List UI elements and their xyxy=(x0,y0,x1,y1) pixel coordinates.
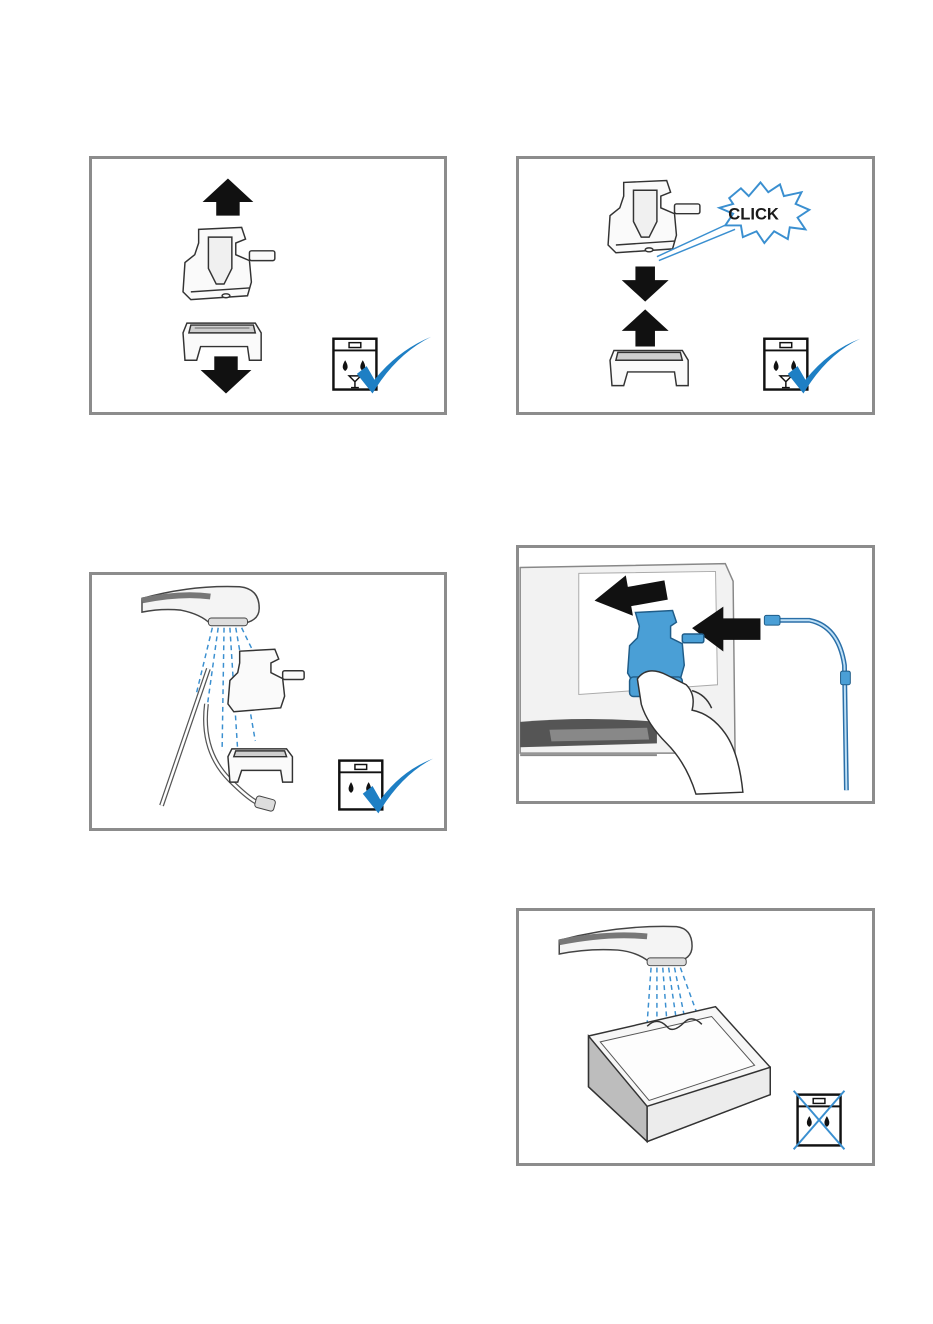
not-dishwasher-safe-icon xyxy=(794,1091,845,1150)
rinse-tray-illustration xyxy=(519,911,872,1163)
figure-reassemble-nozzle: CLICK xyxy=(516,156,875,415)
nozzle-head-part xyxy=(228,649,304,712)
attach-nozzle-illustration xyxy=(519,548,872,801)
milk-tube xyxy=(764,615,850,790)
click-callout: CLICK xyxy=(657,182,809,260)
figure-rinse-nozzle-parts xyxy=(89,572,447,831)
nozzle-base-part xyxy=(610,350,688,385)
arrow-down-icon xyxy=(622,266,669,301)
figure-rinse-drip-tray xyxy=(516,908,875,1166)
arrow-up-icon xyxy=(203,179,254,216)
rinse-parts-illustration xyxy=(92,575,444,828)
water-tap xyxy=(142,586,259,625)
nozzle-head-part xyxy=(608,180,700,252)
water-tap xyxy=(559,926,692,965)
click-label: CLICK xyxy=(728,205,779,224)
arrow-down-icon xyxy=(201,356,252,393)
figure-remove-nozzle-parts xyxy=(89,156,447,415)
reassemble-illustration: CLICK xyxy=(519,159,872,412)
nozzle-base-part xyxy=(228,749,292,782)
arrow-up-icon xyxy=(622,309,669,346)
drip-tray xyxy=(589,1007,771,1142)
nozzle-head-part xyxy=(183,227,275,299)
nozzle-base-part xyxy=(183,323,261,360)
remove-nozzle-illustration xyxy=(92,159,444,412)
figure-attach-nozzle-to-machine xyxy=(516,545,875,804)
